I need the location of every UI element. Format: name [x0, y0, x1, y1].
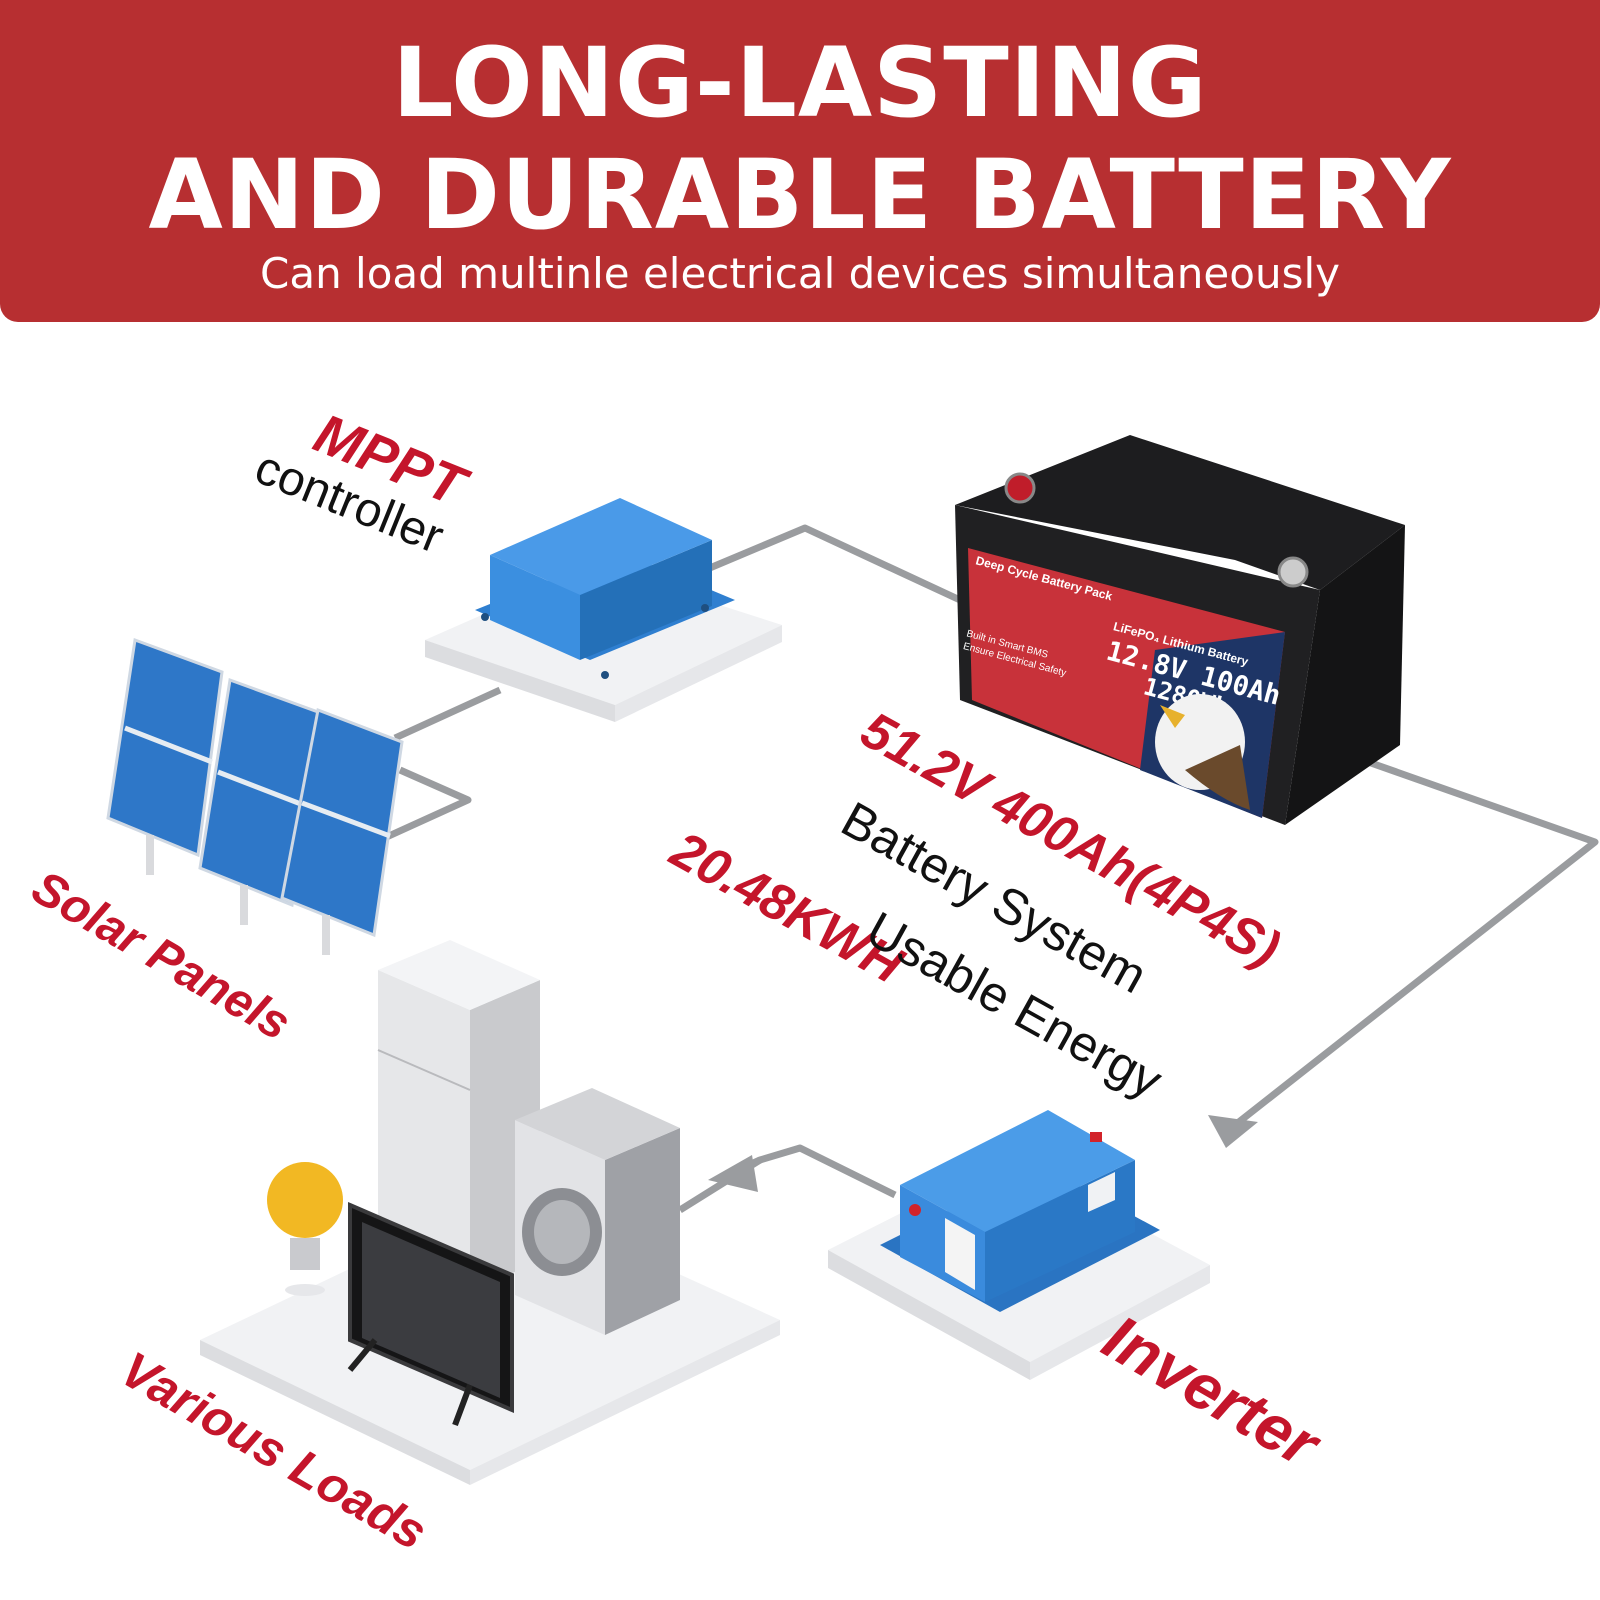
inverter-switch-icon — [1090, 1132, 1102, 1142]
wire-controller-to-battery — [703, 524, 962, 604]
controller-top — [490, 498, 712, 595]
loads-area — [200, 940, 780, 1485]
wiring — [378, 524, 1599, 1213]
banner-title-line1: LONG-LASTING — [392, 27, 1208, 139]
terminal-negative-icon — [1277, 556, 1309, 588]
terminal-positive-icon — [1004, 472, 1036, 504]
inverter-display — [1088, 1172, 1115, 1212]
banner-subtitle: Can load multinle electrical devices sim… — [260, 249, 1340, 298]
solar-panel-2 — [198, 677, 320, 925]
header-banner: LONG-LASTING AND DURABLE BATTERY Can loa… — [0, 0, 1600, 322]
washing-machine-icon — [515, 1088, 680, 1335]
inverter — [828, 1110, 1210, 1380]
inverter-top — [900, 1110, 1135, 1232]
solar-panel-1 — [106, 637, 224, 875]
battery-fcc: FC — [1099, 786, 1115, 800]
solar-panel-3 — [280, 707, 404, 955]
wire-solar-to-controller-2 — [378, 766, 472, 844]
inverter-outlet — [945, 1218, 975, 1290]
mppt-controller — [425, 498, 782, 722]
wire-solar-to-controller — [393, 686, 502, 742]
controller-front — [490, 555, 580, 660]
battery: Deep Cycle Battery Pack LiFePO₄ Lithium … — [955, 435, 1405, 827]
battery-rohs: RoHS — [1145, 809, 1174, 827]
wire-battery-to-inverter — [1232, 741, 1599, 1128]
lightbulb-icon — [267, 1162, 343, 1296]
banner-title-line2: AND DURABLE BATTERY — [148, 139, 1452, 251]
eagle-icon — [1155, 694, 1250, 810]
controller-side — [580, 540, 712, 660]
television-icon — [347, 1201, 514, 1427]
battery-top — [955, 435, 1405, 590]
battery-ce: CE — [1081, 776, 1098, 790]
inverter-led-icon — [909, 1204, 921, 1216]
arrow-to-loads-icon — [708, 1155, 758, 1192]
solar-panels — [106, 637, 404, 955]
battery-front-right — [1285, 525, 1405, 825]
arrow-to-inverter-icon — [1208, 1115, 1258, 1148]
